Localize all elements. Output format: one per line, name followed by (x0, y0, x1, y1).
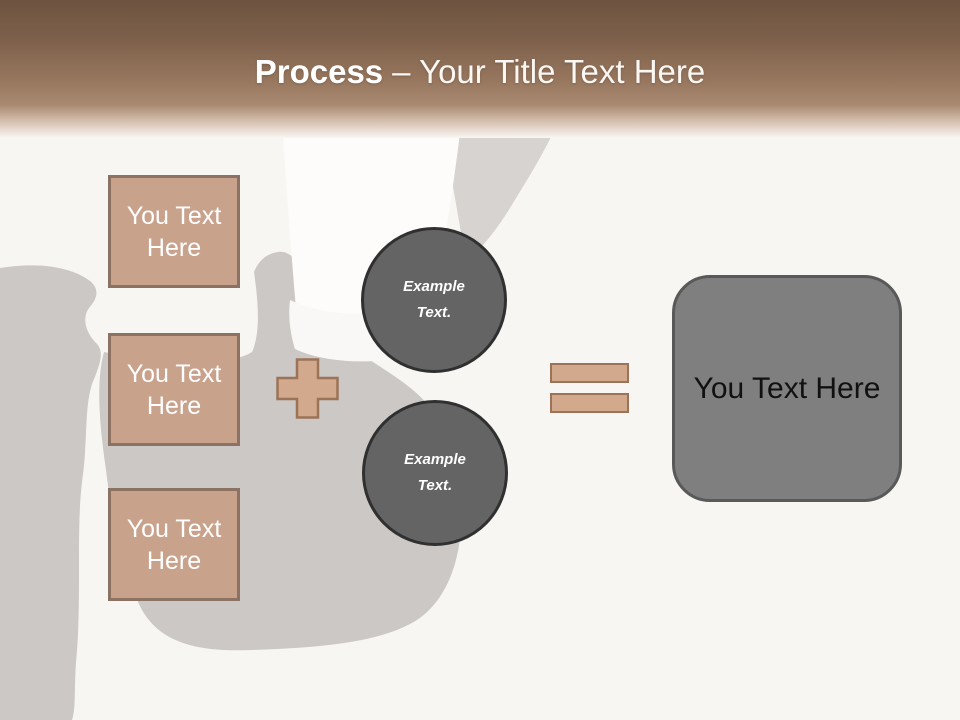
example-circle-1[interactable]: Example Text. (361, 227, 507, 373)
header-band (0, 0, 960, 138)
text-box-1[interactable]: You Text Here (108, 175, 240, 288)
title-subtitle: – Your Title Text Here (392, 53, 706, 90)
equals-bar-bottom (550, 393, 629, 413)
result-box-label: You Text Here (693, 371, 881, 405)
example-circle-2[interactable]: Example Text. (362, 400, 508, 546)
text-box-2-label: You Text Here (126, 359, 222, 420)
example-circle-1-label: Example Text. (403, 277, 465, 321)
text-box-2[interactable]: You Text Here (108, 333, 240, 446)
plus-icon[interactable] (276, 358, 339, 419)
equals-bar-top (550, 363, 629, 383)
text-box-3[interactable]: You Text Here (108, 488, 240, 601)
title-keyword: Process (254, 53, 384, 90)
equals-icon[interactable] (550, 363, 629, 413)
slide-title[interactable]: Process – Your Title Text Here (0, 53, 960, 90)
result-box[interactable]: You Text Here (672, 275, 902, 502)
example-circle-2-label: Example Text. (404, 450, 466, 494)
text-box-1-label: You Text Here (126, 201, 222, 262)
text-box-3-label: You Text Here (126, 514, 222, 575)
